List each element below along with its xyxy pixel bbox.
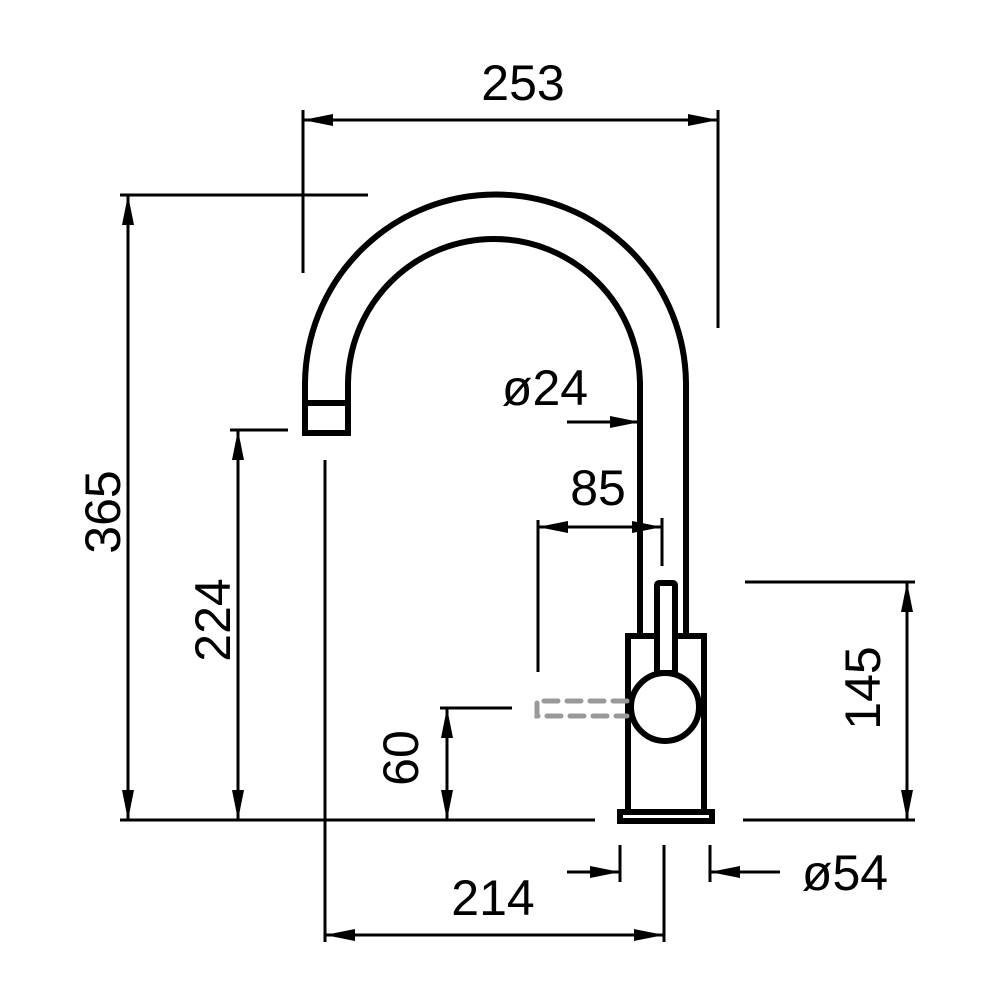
dim-label-d54: ø54 [802, 845, 888, 901]
dimension-spout-reach: 214 [323, 460, 666, 942]
dim-label-224: 224 [185, 578, 241, 661]
dim-label-145: 145 [835, 646, 891, 729]
dim-label-214: 214 [451, 870, 534, 926]
dim-label-60: 60 [373, 730, 429, 786]
dimension-spout-diameter: ø24 [502, 360, 640, 428]
dimension-handle-height: 60 [373, 706, 512, 820]
faucet-outline [302, 191, 715, 824]
dimension-body-height: 145 [745, 580, 915, 820]
dimension-overall-reach: 253 [301, 55, 720, 328]
spout-outer [302, 191, 689, 636]
dim-label-85: 85 [570, 460, 626, 516]
base-plate [617, 809, 715, 824]
dimension-overall-height: 365 [75, 193, 368, 820]
dimension-base-diameter: ø54 [567, 845, 888, 901]
dim-label-365: 365 [75, 470, 131, 553]
spout-inner [345, 236, 643, 636]
handle-knob [628, 670, 702, 744]
dimension-handle-reach: 85 [536, 460, 664, 672]
dim-label-d24: ø24 [502, 360, 588, 416]
handle-alt-position-dashed [534, 698, 630, 719]
aerator-nozzle [302, 400, 351, 436]
lever-handle [654, 580, 678, 676]
dim-label-253: 253 [481, 55, 564, 111]
dimension-spout-height: 224 [185, 428, 288, 820]
